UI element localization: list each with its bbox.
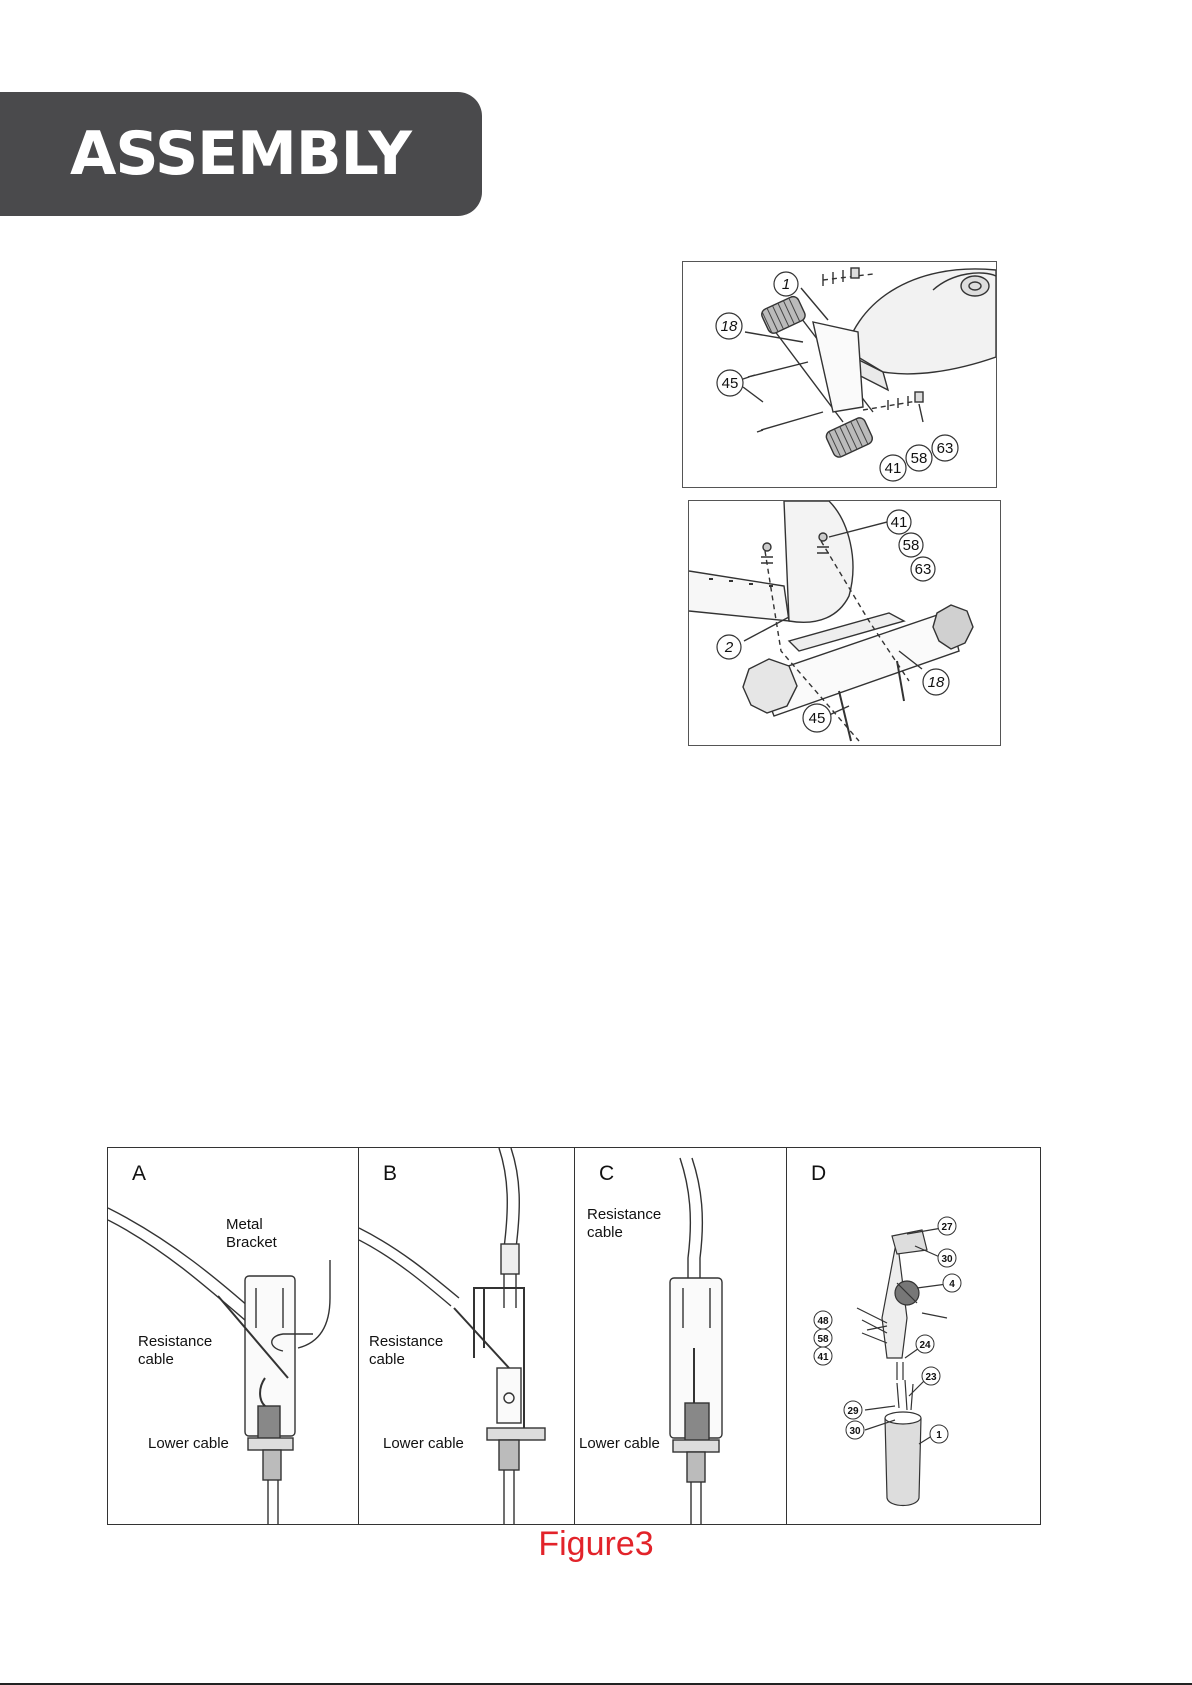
- part-callout-23: 23: [922, 1367, 940, 1385]
- part-callout-58: 58: [899, 533, 923, 557]
- callout-lower-cable-b: Lower cable: [383, 1435, 464, 1453]
- svg-text:48: 48: [817, 1316, 829, 1327]
- section-title: ASSEMBLY: [70, 118, 411, 190]
- part-callout-18: 18: [923, 669, 949, 695]
- part-callout-48: 48: [814, 1311, 832, 1329]
- callout-lower-cable-c: Lower cable: [579, 1435, 660, 1453]
- panel-letter-d: D: [811, 1162, 826, 1186]
- svg-text:30: 30: [941, 1254, 953, 1265]
- svg-text:24: 24: [919, 1340, 931, 1351]
- svg-text:30: 30: [849, 1426, 861, 1437]
- part-callout-63: 63: [911, 557, 935, 581]
- part-callout-41: 41: [814, 1347, 832, 1365]
- figure3-panel-d: 27 30 4 48 58 41 24 23 29 30 1 D: [786, 1148, 1041, 1524]
- svg-text:1: 1: [936, 1430, 942, 1441]
- callout-lower-cable-a: Lower cable: [148, 1435, 229, 1453]
- svg-text:18: 18: [721, 318, 738, 335]
- svg-text:41: 41: [817, 1352, 829, 1363]
- callout-resistance-cable-b: Resistance cable: [369, 1333, 443, 1369]
- front-stabilizer-drawing: 1 18 45 41 58 63: [683, 262, 996, 487]
- svg-text:27: 27: [941, 1222, 953, 1233]
- svg-text:63: 63: [915, 561, 932, 578]
- panel-letter-b: B: [383, 1162, 397, 1186]
- part-callout-41: 41: [880, 455, 906, 481]
- section-banner: ASSEMBLY: [0, 92, 482, 216]
- part-callout-45: 45: [717, 370, 743, 396]
- callout-metal-bracket: Metal Bracket: [226, 1216, 277, 1252]
- part-callout-30: 30: [846, 1421, 864, 1439]
- svg-text:58: 58: [817, 1334, 829, 1345]
- figure3-panel-a: A Metal Bracket Resistance cable Lower c…: [108, 1148, 358, 1524]
- figure-3: A Metal Bracket Resistance cable Lower c…: [107, 1147, 1041, 1525]
- svg-text:1: 1: [782, 276, 790, 293]
- svg-text:29: 29: [847, 1406, 859, 1417]
- part-callout-29: 29: [844, 1401, 862, 1419]
- svg-text:45: 45: [722, 375, 739, 392]
- svg-text:4: 4: [949, 1279, 955, 1290]
- part-callout-1: 1: [930, 1425, 948, 1443]
- figure3-panel-b: B Resistance cable Lower cable: [358, 1148, 575, 1524]
- front-stabilizer-diagram: 1 18 45 41 58 63: [682, 261, 997, 488]
- figure-caption: Figure3: [0, 1525, 1192, 1564]
- svg-text:23: 23: [925, 1372, 937, 1383]
- svg-text:45: 45: [809, 710, 826, 727]
- part-callout-63: 63: [932, 435, 958, 461]
- panel-letter-a: A: [132, 1162, 146, 1186]
- svg-text:18: 18: [928, 674, 945, 691]
- part-callout-58: 58: [906, 445, 932, 471]
- part-callout-18: 18: [716, 313, 742, 339]
- part-callout-24: 24: [916, 1335, 934, 1353]
- figure3-panel-c: C Resistance cable Lower cable: [574, 1148, 787, 1524]
- svg-text:58: 58: [903, 537, 920, 554]
- part-callout-45: 45: [803, 704, 831, 732]
- part-callout-58: 58: [814, 1329, 832, 1347]
- part-callout-27: 27: [938, 1217, 956, 1235]
- part-callout-4: 4: [943, 1274, 961, 1292]
- part-callout-1: 1: [774, 272, 798, 296]
- rear-stabilizer-drawing: 41 58 63 2 18 45: [689, 501, 1000, 745]
- panel-letter-c: C: [599, 1162, 614, 1186]
- svg-text:41: 41: [891, 514, 908, 531]
- part-callout-30: 30: [938, 1249, 956, 1267]
- callout-resistance-cable-c: Resistance cable: [587, 1206, 661, 1242]
- part-callout-2: 2: [717, 635, 741, 659]
- svg-text:58: 58: [911, 450, 928, 467]
- part-callout-41: 41: [887, 510, 911, 534]
- svg-text:2: 2: [724, 639, 734, 656]
- svg-text:41: 41: [885, 460, 902, 477]
- callout-resistance-cable-a: Resistance cable: [138, 1333, 212, 1369]
- rear-stabilizer-diagram: 41 58 63 2 18 45: [688, 500, 1001, 746]
- svg-text:63: 63: [937, 440, 954, 457]
